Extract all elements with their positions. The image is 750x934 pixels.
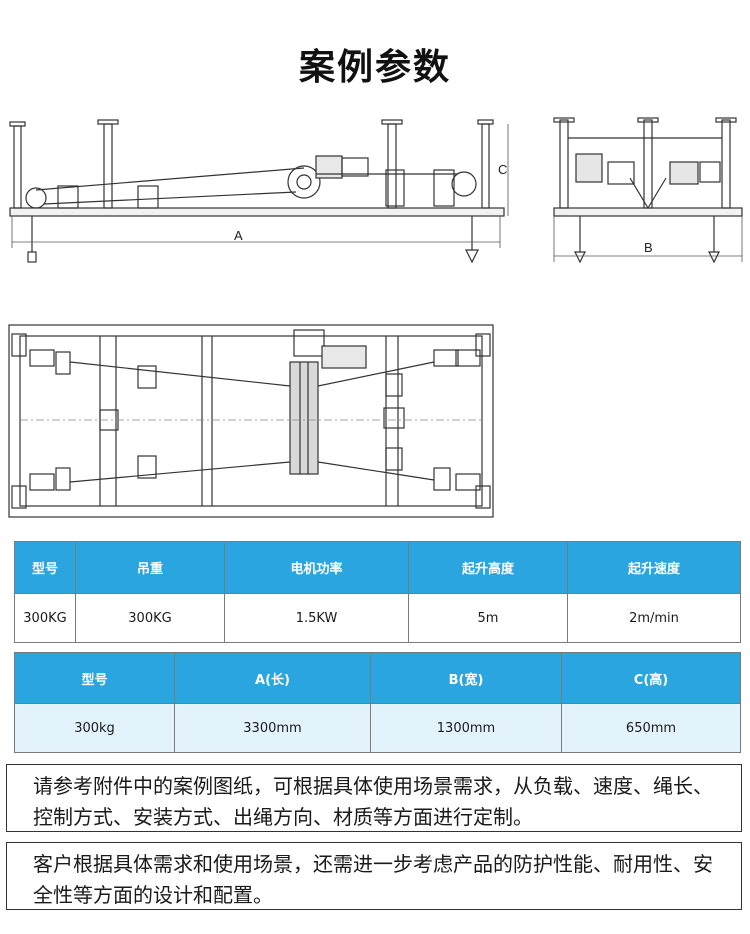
header-cell: 起升速度	[567, 541, 741, 594]
page-title: 案例参数	[298, 47, 451, 88]
dimension-label-a: A	[234, 228, 243, 243]
dimension-label-b: B	[644, 240, 653, 255]
header-cell: C(高)	[561, 652, 741, 704]
table-cell: 300KG	[75, 593, 225, 643]
spec-table-dimensions: 型号 A(长) B(宽) C(高) 300kg 3300mm 1300mm 65…	[14, 652, 741, 753]
end-elevation-drawing: B	[553, 117, 743, 264]
header-cell: B(宽)	[370, 652, 562, 704]
table-row: 300kg 3300mm 1300mm 650mm	[14, 703, 741, 753]
header-cell: A(长)	[174, 652, 371, 704]
consideration-note: 客户根据具体需求和使用场景，还需进一步考虑产品的防护性能、耐用性、安全性等方面的…	[6, 842, 742, 910]
plan-view-drawing	[8, 324, 494, 518]
customization-note: 请参考附件中的案例图纸，可根据具体使用场景需求，从负载、速度、绳长、控制方式、安…	[6, 764, 742, 832]
table-header-row: 型号 A(长) B(宽) C(高)	[14, 652, 741, 704]
table-cell: 650mm	[561, 703, 741, 753]
table-cell: 1.5KW	[224, 593, 409, 643]
table-cell: 300kg	[14, 703, 175, 753]
table-cell: 2m/min	[567, 593, 741, 643]
table-row: 300KG 300KG 1.5KW 5m 2m/min	[14, 593, 741, 643]
header-cell: 型号	[14, 652, 175, 704]
table-cell: 3300mm	[174, 703, 371, 753]
dimension-label-c: C	[498, 162, 507, 177]
table-cell: 1300mm	[370, 703, 562, 753]
header-cell: 型号	[14, 541, 76, 594]
header-cell: 吊重	[75, 541, 225, 594]
spec-table-load: 型号 吊重 电机功率 起升高度 起升速度 300KG 300KG 1.5KW 5…	[14, 541, 741, 643]
table-cell: 300KG	[14, 593, 76, 643]
table-cell: 5m	[408, 593, 568, 643]
side-elevation-drawing: A C	[9, 119, 509, 264]
header-cell: 起升高度	[408, 541, 568, 594]
table-header-row: 型号 吊重 电机功率 起升高度 起升速度	[14, 541, 741, 594]
header-cell: 电机功率	[224, 541, 409, 594]
